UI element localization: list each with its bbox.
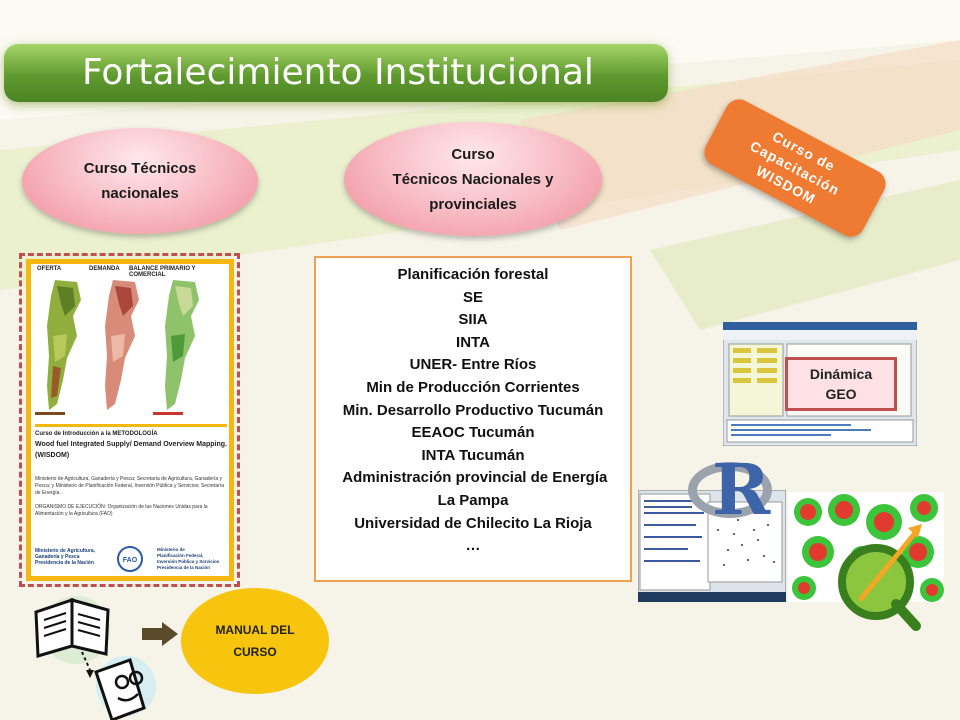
institution-item: INTA Tucumán (421, 446, 525, 464)
argentina-maps (35, 280, 199, 415)
book-reader-icon (34, 596, 156, 720)
oval-center-line1: Curso (451, 145, 495, 163)
r-logo: R (688, 450, 778, 532)
logo1-line1: Ministerio de Agricultura, (35, 548, 96, 554)
logo3-line4: Presidencia de la Nación (157, 565, 211, 570)
geo-line1: Dinámica (809, 366, 873, 382)
institution-item: INTA (456, 333, 490, 351)
manual-line1: MANUAL DEL (215, 623, 295, 637)
qgis-heatmap (788, 492, 944, 631)
institutions-box: Planificación forestal SE SIIA INTA UNER… (314, 256, 632, 582)
logo-planificacion: Ministerio de Planificación Federal, Inv… (157, 547, 231, 571)
institution-item: SE (462, 288, 483, 306)
oval-left-line1: Curso Técnicos (83, 160, 197, 177)
r-letter: R (712, 448, 771, 531)
fao-logo: FAO (117, 546, 143, 572)
institution-item: SIIA (458, 311, 488, 329)
dinamica-geo-label: Dinámica GEO (785, 357, 897, 411)
institution-item: La Pampa (437, 491, 509, 509)
oval-center-line3: provinciales (429, 195, 517, 213)
institution-item: … (465, 537, 481, 555)
institution-item: UNER- Entre Ríos (409, 356, 537, 374)
wisdom-document: OFERTA DEMANDA BALANCE PRIMARIO Y COMERC… (26, 259, 234, 581)
oval-curso-provinciales: Curso Técnicos Nacionales y provinciales (344, 122, 602, 236)
page-title: Fortalecimiento Institucional (4, 44, 668, 102)
course-title: Curso de Introducción a la METODOLOGÍA (35, 431, 158, 437)
logo1-line3: Presidencia de la Nación (35, 560, 94, 566)
manual-del-curso: MANUAL DEL CURSO (181, 588, 329, 694)
oval-curso-nacionales: Curso Técnicos nacionales (22, 128, 258, 234)
geo-line2: GEO (825, 386, 857, 402)
logo3-line2: Planificación Federal, (157, 553, 204, 558)
institution-item: Min de Producción Corrientes (366, 378, 580, 396)
arrow-right-icon (142, 622, 178, 646)
org-text: Ministerio de Agricultura, Ganadería y P… (35, 476, 224, 496)
institution-item: Administración provincial de Energía (338, 469, 608, 487)
map-header-oferta: OFERTA (37, 266, 62, 272)
oval-left-line2: nacionales (101, 185, 179, 202)
institution-item: EEAOC Tucumán (411, 424, 535, 442)
exec-text: ORGANISMO DE EJECUCIÓN: Organización de … (35, 504, 208, 517)
institution-item: Min. Desarrollo Productivo Tucumán (342, 401, 604, 419)
logo1-line2: Ganadería y Pesca (35, 554, 80, 560)
map-header-demanda: DEMANDA (89, 266, 120, 272)
institution-item: Planificación forestal (397, 266, 549, 283)
course-block: Curso de Introducción a la METODOLOGÍA W… (35, 424, 227, 461)
institution-item: Universidad de Chilecito La Rioja (354, 514, 592, 532)
oval-center-line2: Técnicos Nacionales y (392, 170, 554, 188)
logo-minagri: Ministerio de Agricultura, Ganadería y P… (35, 548, 101, 566)
manual-line2: CURSO (233, 645, 277, 659)
map-header-balance: BALANCE PRIMARIO Y COMERCIAL (129, 266, 196, 278)
logo3-line1: Ministerio de (157, 547, 185, 552)
logo3-line3: Inversión Pública y Servicios (157, 559, 220, 564)
course-subtitle: Wood fuel Integrated Supply/ Demand Over… (35, 441, 228, 459)
document-frame (19, 253, 240, 587)
